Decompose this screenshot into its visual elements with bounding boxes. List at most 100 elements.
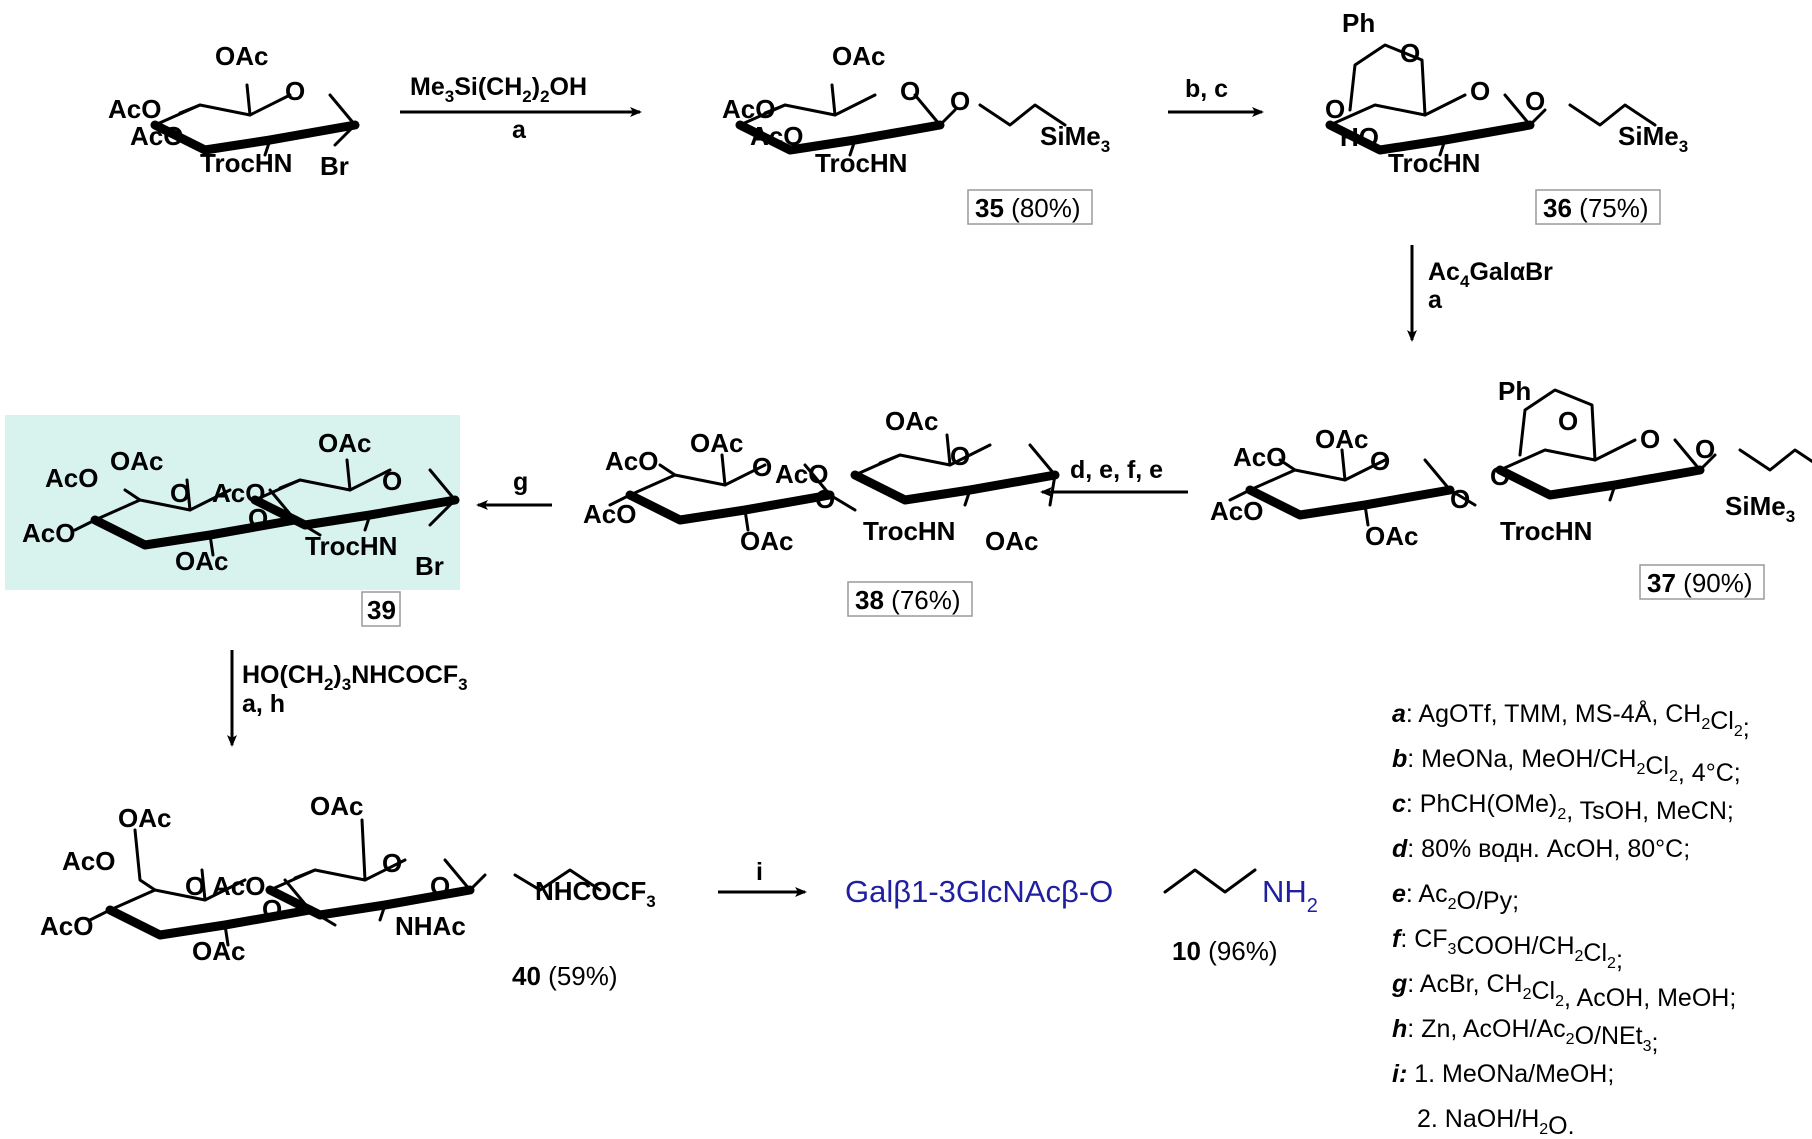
compound-35-label: 35 (80%) — [975, 193, 1081, 223]
structure-37-gal — [1228, 448, 1477, 527]
condition-e: e: Ac2O/Py; — [1392, 880, 1519, 915]
label-ph: Ph — [1498, 376, 1531, 406]
label-oac: OAc — [215, 41, 268, 71]
condition-i: i: 1. MeONa/MeOH; — [1392, 1060, 1614, 1088]
label-aco: AcO — [130, 121, 183, 151]
label-oac: OAc — [885, 406, 938, 436]
label-ring-o: O — [1470, 76, 1490, 106]
label-trochn: TrocHN — [815, 148, 907, 178]
label-glycosidic-o: O — [1695, 434, 1715, 464]
label-oac: OAc — [832, 41, 885, 71]
label-nhac: NHAc — [395, 911, 466, 941]
arrow-2-reagent: b, c — [1185, 75, 1228, 103]
condition-h: h: Zn, AcOH/Ac2O/NEt3; — [1392, 1015, 1659, 1057]
label-ring-o: O — [285, 76, 305, 106]
condition-a: a: AgOTf, TMM, MS-4Å, CH2Cl2; — [1392, 698, 1750, 742]
compound-36-box — [1535, 189, 1661, 225]
compound-37-label: 37 (90%) — [1647, 568, 1753, 598]
label-oac: OAc — [110, 446, 163, 476]
label-ring-o: O — [382, 466, 402, 496]
label-ring-o: O — [900, 76, 920, 106]
label-acetal-o: O — [1400, 38, 1420, 68]
structure-38-glc — [855, 433, 1055, 507]
label-br: Br — [320, 151, 349, 181]
structure-40-glc — [270, 818, 602, 922]
label-ring-o: O — [170, 478, 190, 508]
arrow-6-reagent: HO(CH2)3NHCOCF3 — [242, 661, 468, 694]
label-oac: OAc — [192, 936, 245, 966]
label-acetal-o: O — [1490, 461, 1510, 491]
label-glycosidic-o: O — [815, 484, 835, 514]
label-oac: OAc — [175, 546, 228, 576]
label-br: Br — [415, 551, 444, 581]
label-ring-o: O — [950, 441, 970, 471]
label-aco: AcO — [212, 871, 265, 901]
product-10-formula: Galβ1-3GlcNAcβ-O — [845, 874, 1113, 909]
label-oac: OAc — [318, 428, 371, 458]
label-trochn: TrocHN — [863, 516, 955, 546]
label-oac: OAc — [310, 791, 363, 821]
label-ph: Ph — [1342, 8, 1375, 38]
product-10-amine: NH2 — [1262, 874, 1318, 917]
label-aco: AcO — [62, 846, 115, 876]
arrow-4-reagent: d, e, f, e — [1070, 456, 1163, 484]
label-aco: AcO — [605, 446, 658, 476]
condition-f: f: CF3COOH/CH2Cl2; — [1392, 925, 1623, 974]
label-glycosidic-o: O — [1450, 484, 1470, 514]
compound-35-box — [967, 189, 1093, 225]
label-acetal-o: O — [1325, 94, 1345, 124]
label-nhcocf3: NHCOCF3 — [535, 876, 656, 911]
label-glycosidic-o: O — [430, 871, 450, 901]
label-ring-o: O — [185, 871, 205, 901]
structure-37-glc — [1500, 388, 1812, 502]
label-oac: OAc — [740, 526, 793, 556]
condition-d: d: 80% водн. AcOH, 80°C; — [1392, 835, 1690, 863]
compound-40-label: 40 (59%) — [512, 961, 618, 991]
label-aco: AcO — [40, 911, 93, 941]
label-glycosidic-o: O — [1525, 86, 1545, 116]
label-aco: AcO — [22, 518, 75, 548]
structure-35 — [740, 83, 1067, 157]
label-acetal-o: O — [1558, 406, 1578, 436]
label-oac: OAc — [1365, 521, 1418, 551]
conditions-list: a: AgOTf, TMM, MS-4Å, CH2Cl2;b: MeONa, M… — [1391, 698, 1750, 1139]
label-oac: OAc — [1315, 424, 1368, 454]
label-ho: HO — [1340, 122, 1379, 152]
label-aco: AcO — [108, 94, 161, 124]
structure-38-gal — [608, 453, 857, 532]
structure-39-gal — [73, 478, 322, 557]
product-10-linker — [1163, 868, 1257, 894]
label-aco: AcO — [1210, 496, 1263, 526]
label-aco: AcO — [583, 499, 636, 529]
label-aco: AcO — [212, 478, 265, 508]
label-aco: AcO — [750, 121, 803, 151]
structure-start-bromide — [155, 83, 355, 157]
label-aco: AcO — [45, 463, 98, 493]
label-trochn: TrocHN — [1500, 516, 1592, 546]
arrow-3-reagent: Ac4GalαBr — [1428, 258, 1553, 291]
label-ring-o: O — [1370, 446, 1390, 476]
arrow-6-letter: a, h — [242, 690, 285, 718]
label-oac: OAc — [690, 428, 743, 458]
label-oac: OAc — [985, 526, 1038, 556]
label-glycosidic-o: O — [950, 86, 970, 116]
arrow-1-letter: a — [512, 116, 527, 144]
label-glycosidic-o: O — [262, 894, 282, 924]
arrow-5-reagent: g — [513, 468, 528, 496]
structure-39-glc — [255, 458, 455, 532]
label-ring-o: O — [1640, 424, 1660, 454]
condition-g: g: AcBr, CH2Cl2, AcOH, MeOH; — [1391, 970, 1736, 1012]
compound-36-label: 36 (75%) — [1543, 193, 1649, 223]
condition-i2: 2. NaOH/H2O. — [1417, 1105, 1575, 1139]
label-trochn: TrocHN — [200, 148, 292, 178]
compound-10-label: 10 (96%) — [1172, 936, 1278, 966]
compound-37-box — [1639, 564, 1765, 600]
arrow-7-reagent: i — [756, 858, 763, 886]
label-trochn: TrocHN — [1388, 148, 1480, 178]
condition-b: b: MeONa, MeOH/CH2Cl2, 4°C; — [1392, 745, 1741, 787]
label-sime3: SiMe3 — [1618, 121, 1688, 156]
highlight-box-39 — [5, 415, 460, 590]
label-sime3: SiMe3 — [1725, 491, 1795, 526]
label-ring-o: O — [382, 848, 402, 878]
